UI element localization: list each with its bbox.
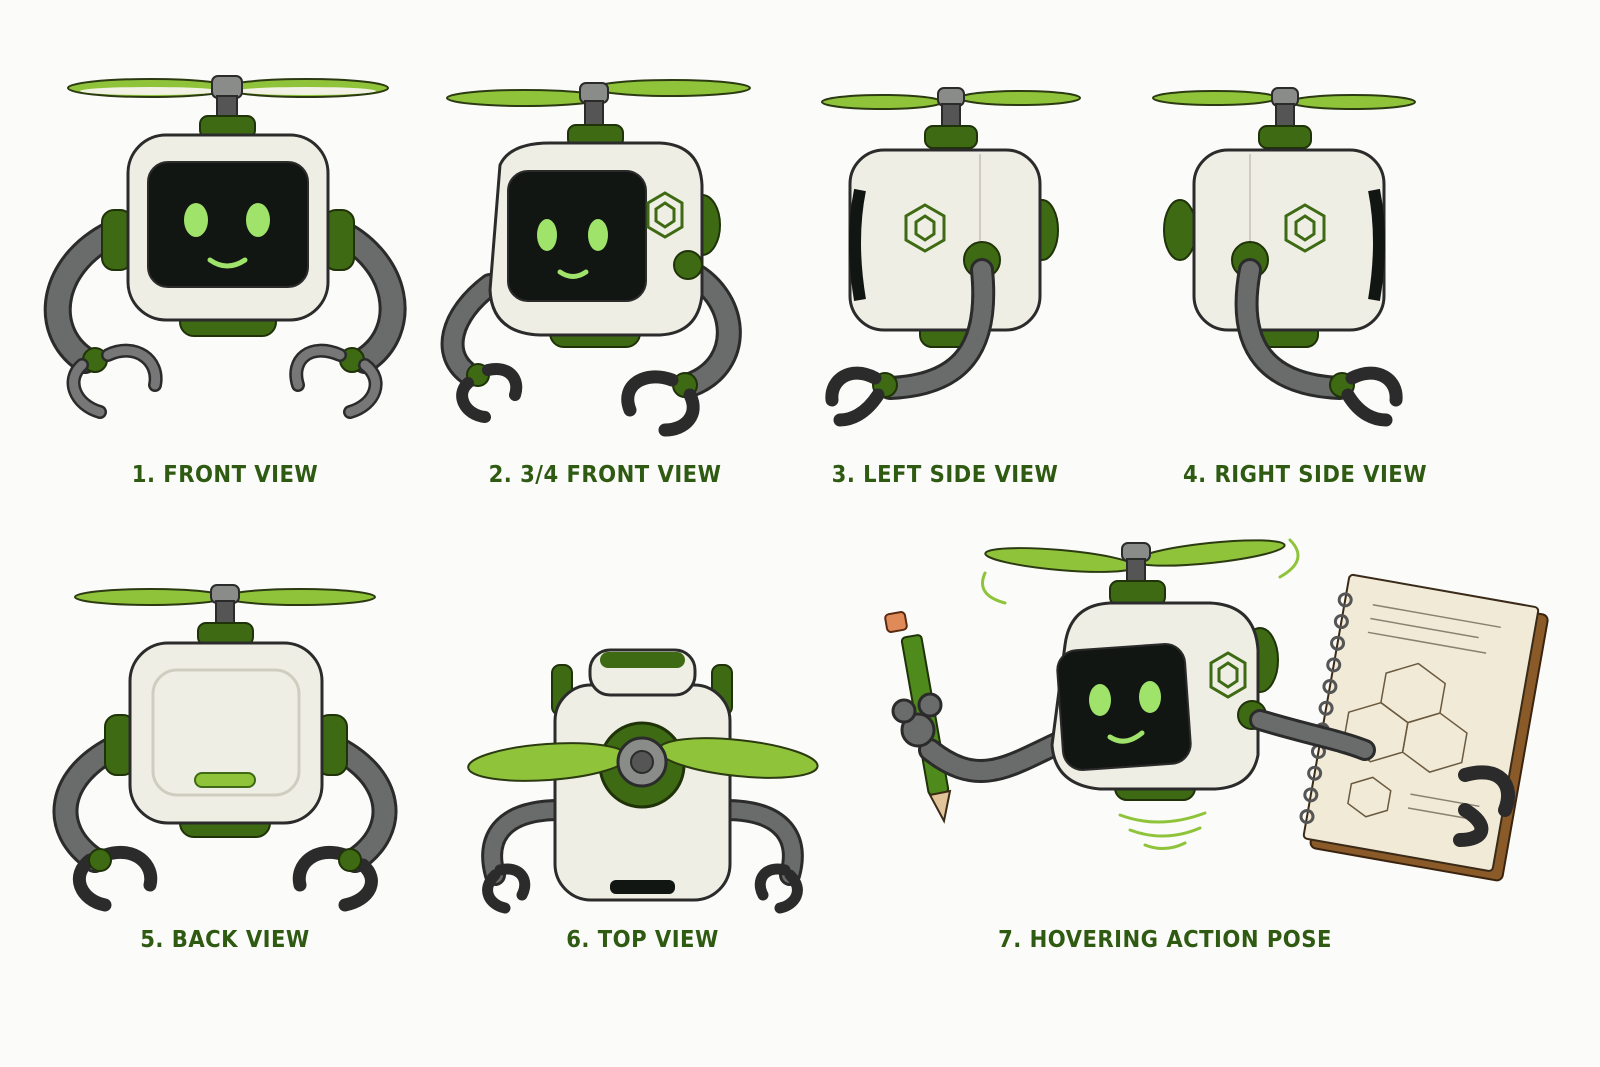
robot-body <box>848 148 1059 348</box>
arms <box>481 799 804 914</box>
propeller-icon <box>1152 87 1416 149</box>
view-caption-action-pose: 7. HOVERING ACTION POSE <box>998 927 1332 953</box>
notebook-icon <box>1299 573 1549 882</box>
propeller-icon <box>821 87 1081 149</box>
top-view-panel <box>460 640 825 920</box>
left-side-view-drawing <box>821 87 1081 427</box>
left-side-view-panel <box>820 80 1090 440</box>
left-arm <box>52 732 158 912</box>
action-pose-drawing <box>884 538 1549 882</box>
front-view-drawing <box>43 75 407 419</box>
left-arm <box>440 273 523 423</box>
right-arm <box>1249 709 1516 847</box>
arm <box>825 241 1001 427</box>
robot-body <box>1050 601 1279 801</box>
propeller-icon <box>74 584 376 646</box>
back-view-panel <box>45 575 405 915</box>
hexagon-emblem-icon <box>904 203 946 253</box>
view-caption-three-quarter: 2. 3/4 FRONT VIEW <box>488 462 722 488</box>
three-quarter-view-panel <box>440 65 770 445</box>
top-view-drawing <box>467 648 819 914</box>
arm <box>1231 241 1403 427</box>
action-pose-panel <box>860 525 1550 905</box>
front-view-panel <box>40 60 410 440</box>
robot-body <box>488 141 721 348</box>
hexagon-emblem-icon <box>1209 651 1247 699</box>
motion-lines <box>981 538 1300 850</box>
left-arm <box>43 216 163 419</box>
right-side-view-panel <box>1150 80 1420 440</box>
view-caption-left-side: 3. LEFT SIDE VIEW <box>831 462 1059 488</box>
hexagon-emblem-icon <box>1284 203 1326 253</box>
view-caption-top: 6. TOP VIEW <box>566 927 719 953</box>
view-caption-back: 5. BACK VIEW <box>140 927 310 953</box>
robot-body <box>104 641 348 838</box>
view-caption-front: 1. FRONT VIEW <box>131 462 319 488</box>
hexagon-emblem-icon <box>646 191 684 239</box>
view-caption-right-side: 4. RIGHT SIDE VIEW <box>1182 462 1428 488</box>
back-view-drawing <box>52 584 398 912</box>
propeller-icon <box>446 79 751 148</box>
propeller-icon <box>467 736 819 788</box>
right-side-view-drawing <box>1152 87 1416 427</box>
right-arm <box>289 216 407 419</box>
left-arm <box>891 692 1077 783</box>
robot-body <box>101 133 355 337</box>
robot-body <box>1163 148 1386 348</box>
propeller-icon <box>67 75 389 139</box>
propeller-icon <box>984 539 1286 606</box>
three-quarter-view-drawing <box>440 79 751 437</box>
right-arm <box>292 732 398 912</box>
